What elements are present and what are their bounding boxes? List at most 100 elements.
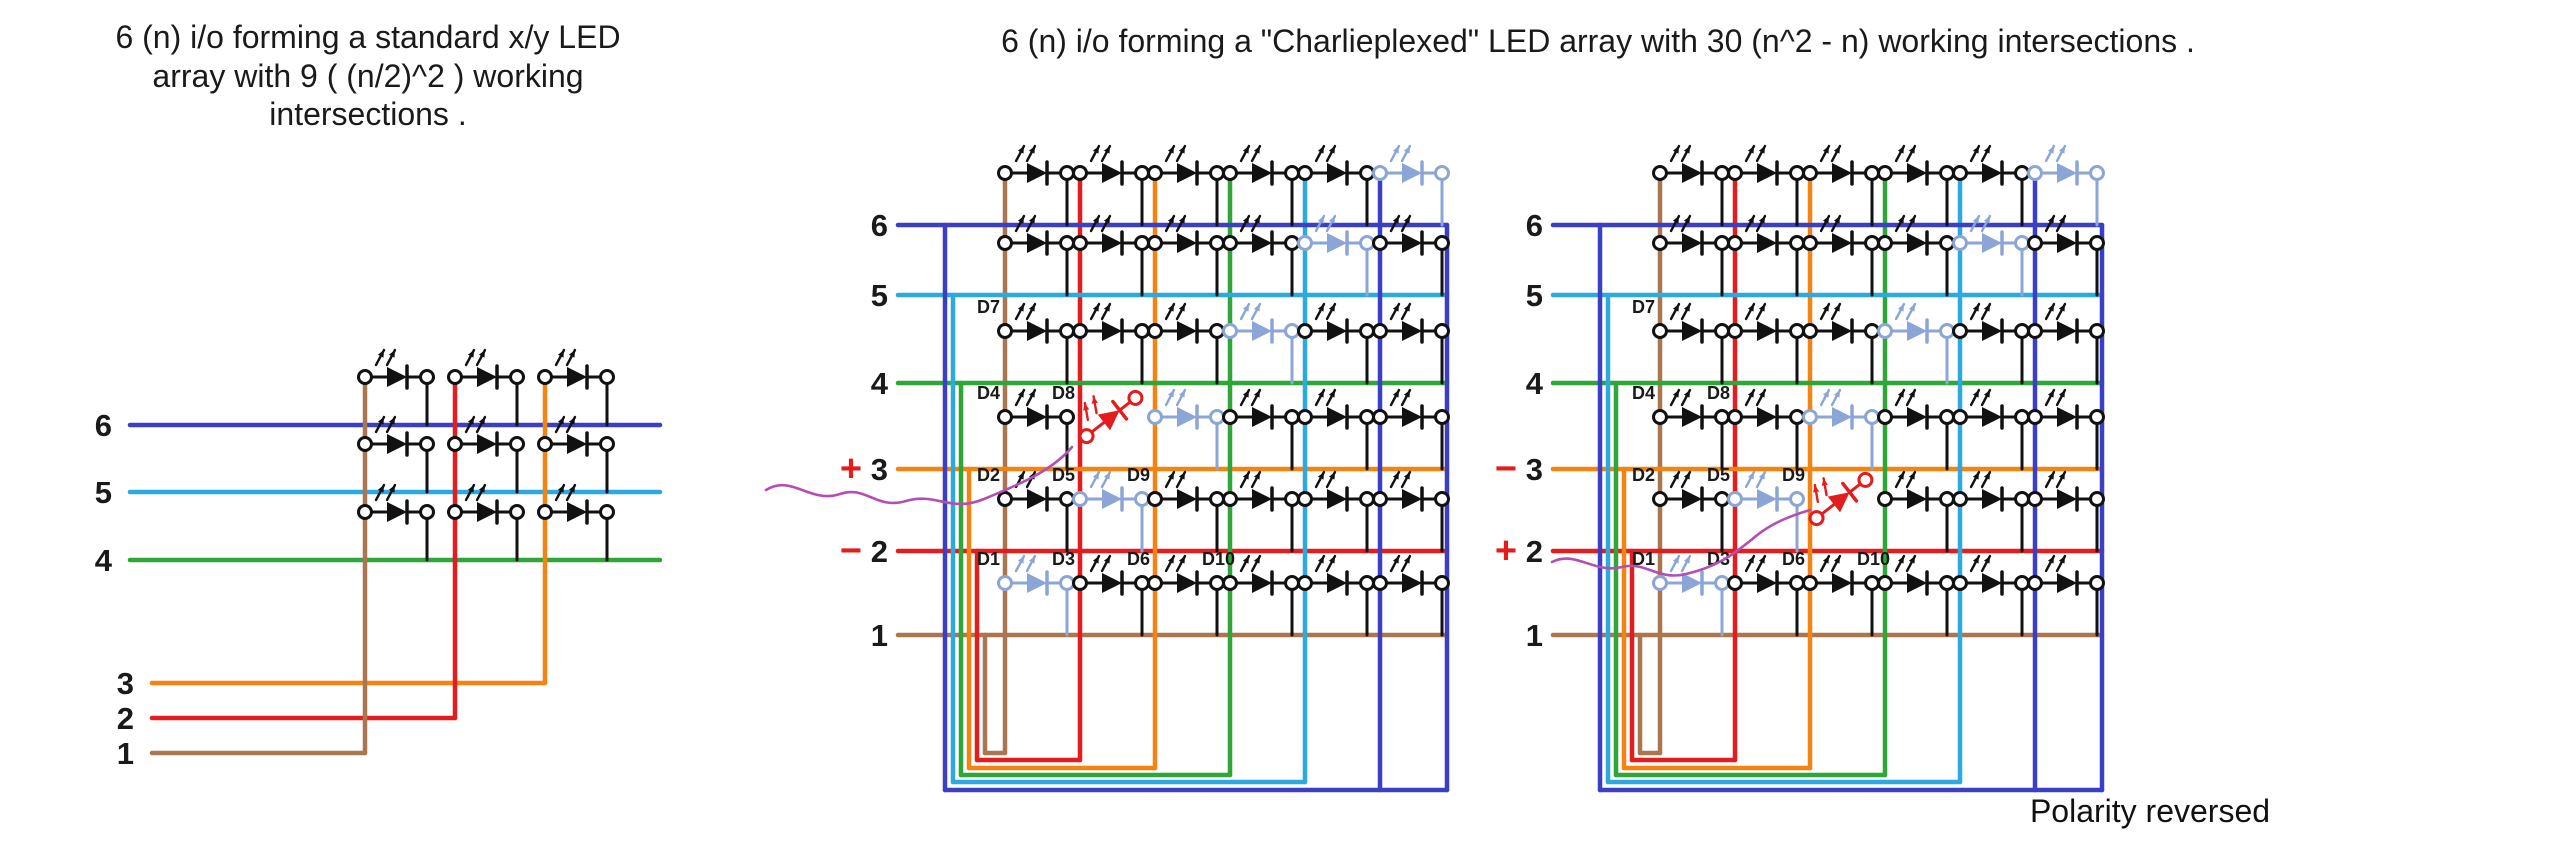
led-triangle (1757, 407, 1777, 427)
led-triangle (1102, 233, 1122, 253)
led-terminal (1714, 409, 1730, 425)
led-terminal (1059, 323, 1075, 339)
led-r6c1 (357, 348, 435, 427)
led-r1c1-inactive (1652, 554, 1730, 637)
led-triangle (1177, 233, 1197, 253)
led-r6c6-inactive (2027, 144, 2105, 227)
led-triangle (2057, 489, 2077, 509)
led-emission-arrowhead (1178, 472, 1185, 480)
line-label-4: 4 (871, 366, 889, 401)
led-r4c2 (1072, 302, 1150, 385)
led-terminal (1134, 323, 1150, 339)
led-lead (1119, 400, 1132, 411)
led-emission-arrowhead (1908, 556, 1915, 564)
led-emission-arrowhead (1178, 146, 1185, 154)
led-emission-arrowhead (1103, 556, 1110, 564)
led-terminal (1372, 235, 1388, 251)
led-r1c5 (1297, 554, 1375, 637)
led-emission-arrowhead (1017, 146, 1024, 154)
led-triangle (1757, 321, 1777, 341)
led-terminal (1802, 409, 1818, 425)
led-r2c3-highlight (1808, 471, 1874, 527)
led-emission-arrowhead (1672, 556, 1679, 564)
led-r4c2 (1727, 302, 1805, 385)
led-emission-arrowhead (1747, 146, 1754, 154)
led-r1c4 (1877, 554, 1955, 637)
led-r1c5 (1952, 554, 2030, 637)
led-terminal (537, 369, 553, 385)
led-terminal (447, 436, 463, 452)
led-terminal (1802, 235, 1818, 251)
led-emission-arrowhead (1972, 216, 1979, 224)
led-r2c6 (2027, 470, 2105, 553)
led-emission-arrowhead (1392, 146, 1399, 154)
line-label-3: 3 (1526, 452, 1543, 487)
led-r4c3 (1147, 302, 1225, 385)
led-emission-arrowhead (1167, 304, 1174, 312)
led-terminal (1652, 491, 1668, 507)
led-emission-arrowhead (1822, 216, 1829, 224)
led-terminal (1297, 235, 1313, 251)
led-terminal (1877, 575, 1893, 591)
led-terminal (1789, 235, 1805, 251)
led-r5c6 (2027, 214, 2105, 297)
led-triangle (1682, 489, 1702, 509)
led-emission-arrowhead (1983, 390, 1990, 398)
led-terminal (1789, 575, 1805, 591)
led-terminal (599, 504, 615, 520)
led-emission-arrowhead (1328, 556, 1335, 564)
led-emission-arrowhead (557, 417, 564, 425)
led-emission-arrowhead (1328, 472, 1335, 480)
standard-panel-title-line3: intersections . (269, 96, 466, 132)
led-triangle (387, 367, 407, 387)
led-terminal (2089, 323, 2105, 339)
led-triangle (2057, 407, 2077, 427)
led-emission-arrowhead (1317, 390, 1324, 398)
led-emission-arrowhead (1017, 216, 1024, 224)
polarity-reversed-caption: Polarity reversed (2030, 793, 2270, 829)
led-label-D10: D10 (1857, 549, 1890, 569)
led-terminal (1078, 428, 1095, 445)
led-emission-arrowhead (1983, 472, 1990, 480)
led-triangle (1027, 573, 1047, 593)
led-triangle (1327, 163, 1347, 183)
led-emission-arrowhead (1392, 216, 1399, 224)
led-emission-arrowhead (1758, 216, 1765, 224)
led-emission-arrowhead (388, 485, 395, 493)
led-emission-arrowhead (1178, 390, 1185, 398)
led-terminal (599, 369, 615, 385)
led-triangle (1327, 233, 1347, 253)
led-label-D5: D5 (1052, 465, 1075, 485)
line-label-3: 3 (871, 452, 888, 487)
led-triangle (1982, 489, 2002, 509)
led-triangle (1907, 163, 1927, 183)
led-emission-arrowhead (1897, 390, 1904, 398)
led-terminal (997, 165, 1013, 181)
led-triangle (1027, 489, 1047, 509)
led-emission-arrowhead (1028, 556, 1035, 564)
led-emission-arrowhead (1091, 396, 1098, 404)
led-terminal (357, 369, 373, 385)
led-r4c5 (1952, 302, 2030, 385)
led-emission-arrowhead (2058, 556, 2065, 564)
led-r4c3 (1802, 302, 1880, 385)
led-terminal (1372, 491, 1388, 507)
led-emission-arrowhead (2047, 216, 2054, 224)
led-emission-arrowhead (1833, 556, 1840, 564)
led-emission-arrowhead (568, 485, 575, 493)
polarity-sign-line-3: − (1495, 448, 1517, 490)
led-terminal (1802, 165, 1818, 181)
led-triangle (1027, 407, 1047, 427)
led-triangle (1327, 321, 1347, 341)
led-terminal (1857, 471, 1874, 488)
led-triangle (2057, 163, 2077, 183)
led-cathode-bar (1841, 481, 1859, 503)
led-terminal (1952, 235, 1968, 251)
led-r4c4-inactive (1877, 302, 1955, 385)
led-emission-arrowhead (1028, 390, 1035, 398)
led-terminal (1222, 491, 1238, 507)
line-label-2: 2 (1526, 534, 1543, 569)
led-triangle (1757, 573, 1777, 593)
led-terminal (2089, 165, 2105, 181)
led-emission-arrowhead (1897, 216, 1904, 224)
